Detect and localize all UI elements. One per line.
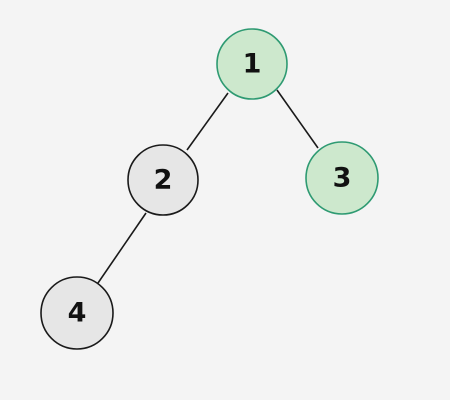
node-circle-2 bbox=[127, 144, 199, 216]
node-label-4: 4 bbox=[68, 298, 87, 329]
tree-node-2[interactable]: 2 bbox=[127, 144, 199, 216]
node-circle-3 bbox=[305, 141, 379, 215]
node-label-3: 3 bbox=[333, 163, 352, 194]
tree-node-3[interactable]: 3 bbox=[305, 141, 379, 215]
node-label-2: 2 bbox=[154, 165, 173, 196]
edge-1-3 bbox=[276, 89, 319, 149]
tree-node-4[interactable]: 4 bbox=[40, 276, 114, 350]
node-circle-1 bbox=[216, 28, 288, 100]
edge-1-2 bbox=[186, 92, 229, 151]
node-label-1: 1 bbox=[243, 49, 262, 80]
edge-2-4 bbox=[97, 212, 147, 284]
tree-node-1[interactable]: 1 bbox=[216, 28, 288, 100]
node-circle-4 bbox=[40, 276, 114, 350]
